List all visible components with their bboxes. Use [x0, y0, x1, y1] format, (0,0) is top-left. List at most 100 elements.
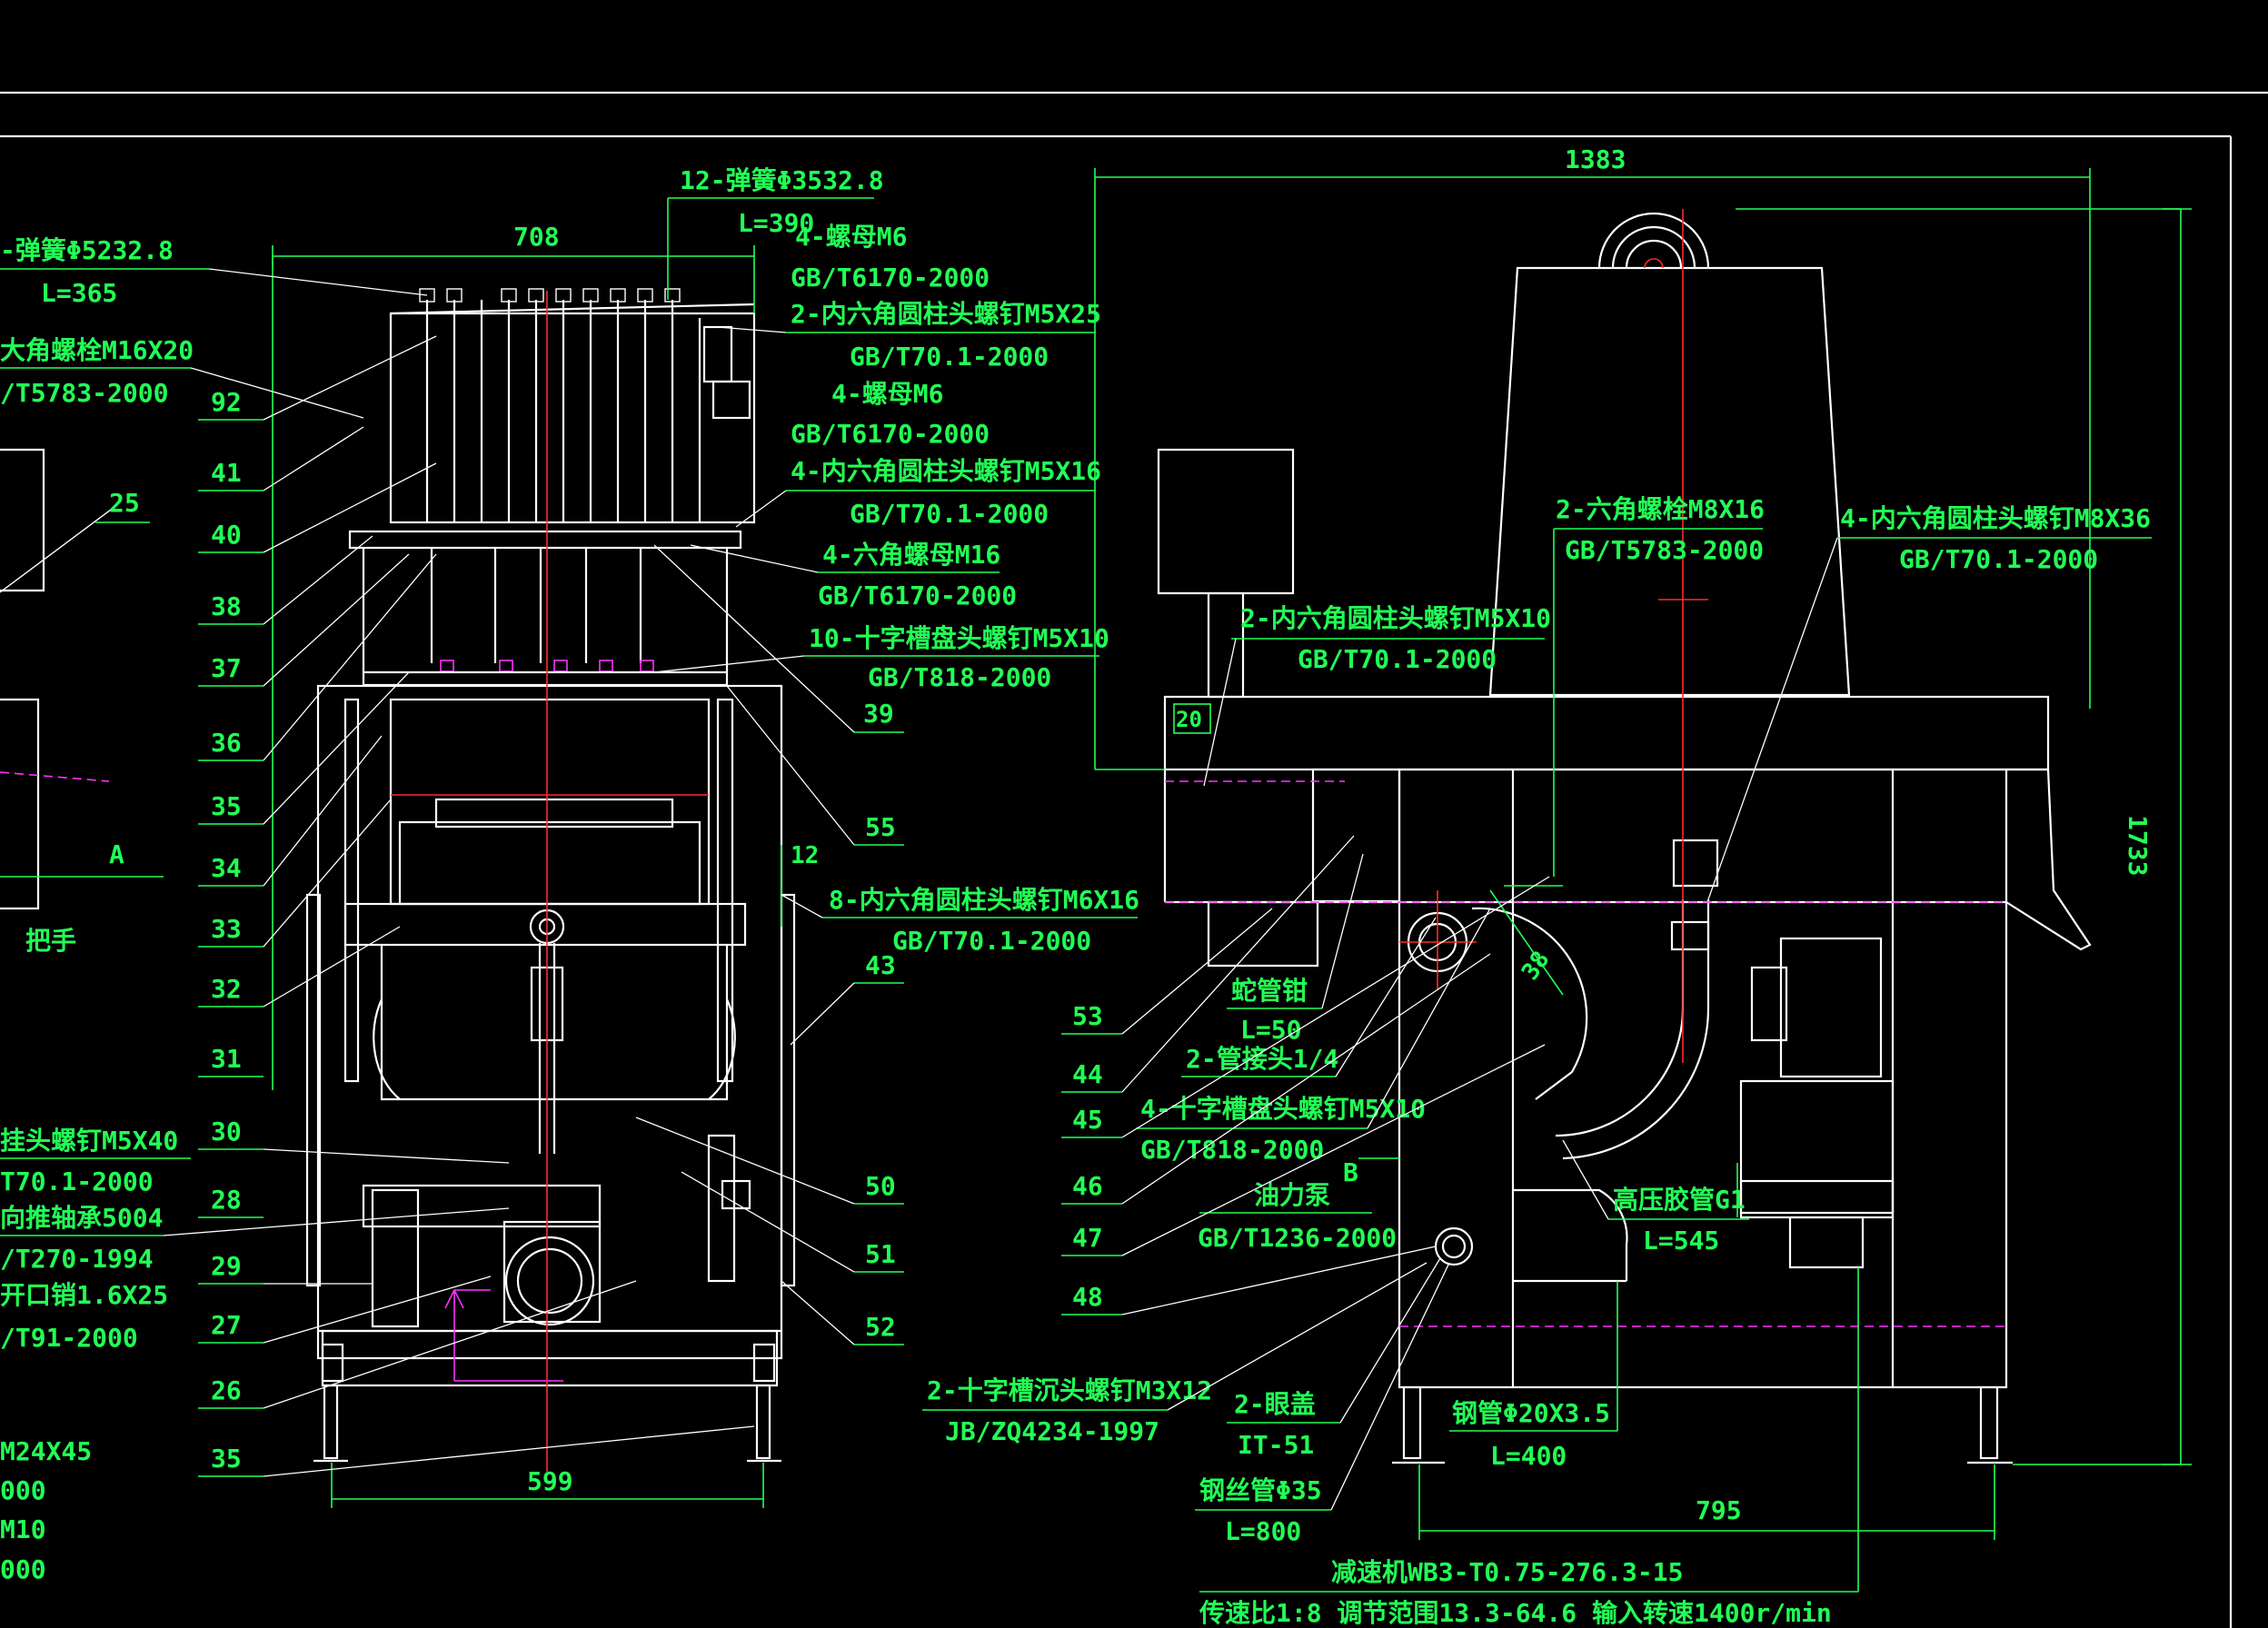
- balloon-50: 43: [865, 950, 896, 980]
- balloon-52: 51: [865, 1239, 896, 1269]
- label-m10: GB/T70.1-2000: [850, 499, 1049, 529]
- balloon-36: 36: [211, 728, 242, 758]
- balloon-38: 38: [211, 591, 242, 621]
- label-l14: 000: [0, 1554, 46, 1584]
- label-m8: GB/T6170-2000: [791, 419, 990, 449]
- dim-right-height: 1733: [2123, 815, 2153, 876]
- balloon-26: 26: [211, 1375, 242, 1405]
- balloon-27: 27: [211, 1310, 242, 1340]
- label-r3: 4-内六角圆柱头螺钉M8X36: [1840, 503, 2151, 533]
- label-r2: GB/T5783-2000: [1565, 535, 1764, 565]
- balloon-28: 28: [211, 1185, 242, 1215]
- dim-small-20: 20: [1176, 707, 1202, 732]
- drawing-frame: [0, 91, 2268, 1628]
- dim-base-width: 795: [1696, 1495, 1742, 1525]
- label-m5: 2-内六角圆柱头螺钉M5X25: [791, 299, 1101, 329]
- label-m6: GB/T70.1-2000: [850, 342, 1049, 372]
- balloon-41: 41: [211, 458, 242, 488]
- label-r21: 钢管Φ20X3.5: [1452, 1398, 1610, 1428]
- balloon-31: 31: [211, 1044, 242, 1074]
- rods: [430, 548, 642, 663]
- label-l6: T70.1-2000: [0, 1166, 154, 1196]
- spring-bars: [425, 300, 701, 522]
- label-r16: L=545: [1643, 1226, 1719, 1256]
- left-callouts: -弹簧Φ5232.8 L=365 大角螺栓M16X20 /T5783-2000 …: [0, 235, 510, 1584]
- label-m7: 4-螺母M6: [831, 379, 943, 409]
- left-front-view: 708 599 12: [272, 222, 819, 1508]
- label-r1: 2-六角螺栓M8X16: [1556, 494, 1765, 524]
- label-l13: M10: [0, 1514, 46, 1544]
- right-callouts: 2-六角螺栓M8X16 GB/T5783-2000 4-内六角圆柱头螺钉M8X3…: [1061, 494, 2152, 1628]
- dim-top-width: 708: [513, 222, 560, 252]
- balloon-92: 92: [211, 387, 242, 417]
- label-r18: IT-51: [1238, 1430, 1314, 1460]
- label-r24: 减速机WB3-T0.75-276.3-15: [1331, 1557, 1683, 1587]
- label-m2: L=390: [738, 208, 814, 238]
- dim-right-width: 1383: [1565, 144, 1626, 174]
- balloon-33: 33: [211, 914, 242, 944]
- left-balloons: 25 92 41 40 38 37 36 35 34 33 32 31 30: [95, 335, 755, 1477]
- label-r19: 钢丝管Φ35: [1199, 1475, 1322, 1505]
- label-l12: 000: [0, 1475, 46, 1505]
- label-r9: 2-管接头1/4: [1186, 1044, 1338, 1074]
- balloon-45: 44: [1072, 1059, 1103, 1089]
- balloon-38b: 25: [109, 488, 140, 518]
- balloon-40: 40: [211, 520, 242, 550]
- label-r15: 高压胶管G1: [1613, 1185, 1746, 1215]
- label-m4: GB/T6170-2000: [791, 263, 990, 293]
- label-m13: 10-十字槽盘头螺钉M5X10: [809, 623, 1109, 653]
- label-l1: -弹簧Φ5232.8: [0, 235, 174, 265]
- label-r4: GB/T70.1-2000: [1899, 544, 2098, 574]
- label-l3: 大角螺栓M16X20: [0, 335, 194, 365]
- label-m11: 4-六角螺母M16: [822, 540, 1000, 570]
- balloon-29: 29: [211, 1251, 242, 1281]
- label-m16: GB/T70.1-2000: [892, 926, 1091, 956]
- right-side-view: 1383 1733 795 20 38: [1094, 144, 2192, 1540]
- label-m17: 2-十字槽沉头螺钉M3X12: [927, 1375, 1212, 1405]
- balloon-44: 53: [1072, 1001, 1103, 1031]
- label-r6: GB/T70.1-2000: [1298, 644, 1497, 674]
- label-r17: 2-眼盖: [1234, 1389, 1316, 1419]
- label-r10: 4-十字槽盘头螺钉M5X10: [1140, 1094, 1426, 1124]
- label-l16: 把手: [25, 926, 76, 956]
- balloon-48: 47: [1072, 1223, 1103, 1253]
- label-m9: 4-内六角圆柱头螺钉M5X16: [791, 456, 1101, 486]
- balloon-55: 39: [863, 699, 894, 729]
- label-r7: 蛇管钳: [1231, 976, 1308, 1006]
- label-l4: /T5783-2000: [0, 378, 168, 408]
- balloon-25: 35: [211, 1444, 242, 1474]
- label-r25: 传速比1:8 调节范围13.3-64.6 输入转速1400r/min: [1199, 1598, 1832, 1628]
- label-r12: 油力泵: [1254, 1180, 1330, 1210]
- label-m15: 8-内六角圆柱头螺钉M6X16: [829, 885, 1139, 915]
- label-l7: 向推轴承5004: [0, 1203, 163, 1233]
- label-l5: 挂头螺钉M5X40: [0, 1126, 178, 1156]
- label-m3: 4-螺母M6: [795, 222, 907, 252]
- label-r14: B: [1343, 1157, 1358, 1187]
- label-l8: /T270-1994: [0, 1244, 154, 1274]
- balloon-46: 45: [1072, 1105, 1103, 1135]
- label-l2: L=365: [41, 278, 117, 308]
- label-r20: L=800: [1225, 1516, 1301, 1546]
- spring-caps: [419, 288, 681, 303]
- balloon-34: 34: [211, 853, 242, 883]
- dim-bottom-width: 599: [527, 1466, 573, 1496]
- label-m14: GB/T818-2000: [868, 662, 1051, 692]
- balloon-47: 46: [1072, 1171, 1103, 1201]
- label-l11: M24X45: [0, 1436, 92, 1466]
- label-m1: 12-弹簧Φ3532.8: [680, 165, 884, 195]
- label-l9: 开口销1.6X25: [0, 1280, 168, 1310]
- dim-item-12: 12: [791, 842, 819, 869]
- balloon-49: 48: [1072, 1282, 1103, 1312]
- balloon-32: 32: [211, 974, 242, 1004]
- balloon-35a: 35: [211, 791, 242, 821]
- balloon-43: 55: [865, 812, 896, 842]
- balloon-51: 50: [865, 1171, 896, 1201]
- label-r22: L=400: [1490, 1441, 1567, 1471]
- label-m12: GB/T6170-2000: [818, 581, 1017, 610]
- balloon-37: 37: [211, 653, 242, 683]
- label-r8: L=50: [1240, 1015, 1301, 1045]
- balloon-53: 52: [865, 1312, 896, 1342]
- label-l10: /T91-2000: [0, 1323, 138, 1353]
- label-r11: GB/T818-2000: [1140, 1135, 1324, 1165]
